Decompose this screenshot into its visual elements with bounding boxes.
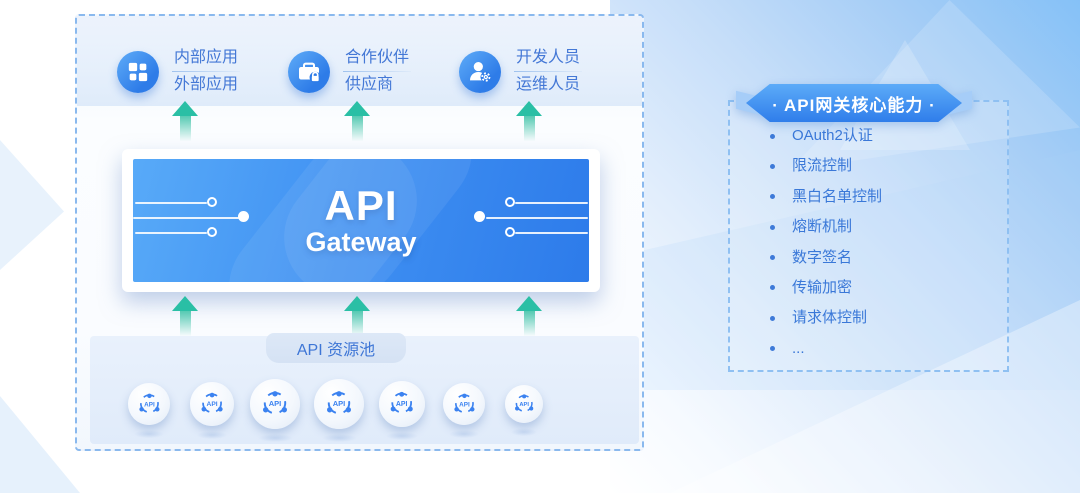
- user-gear-icon: [459, 50, 501, 93]
- capabilities-list: OAuth2认证 限流控制 黑白名单控制 熔断机制 数字签名 传输加密 请求体控…: [770, 128, 882, 371]
- circuit-node-icon: [505, 227, 515, 237]
- capabilities-title: · API网关核心能力 ·: [746, 84, 962, 122]
- api-service-badge: API: [250, 379, 300, 442]
- capability-label: 传输加密: [792, 278, 853, 296]
- resource-pool-label: API 资源池: [266, 333, 406, 363]
- background-triangle-left: [0, 396, 80, 493]
- bullet-icon: [770, 163, 775, 169]
- up-arrow-icon: [172, 296, 198, 336]
- capability-label: OAuth2认证: [792, 127, 873, 144]
- circuit-node-icon: [474, 211, 485, 222]
- api-service-badge: API: [190, 382, 234, 439]
- clients-band: [77, 16, 642, 106]
- bullet-icon: [770, 224, 775, 230]
- label-divider: [172, 71, 241, 72]
- api-service-badge: API: [128, 383, 170, 438]
- gateway-subtitle: Gateway: [305, 226, 417, 257]
- list-item: 熔断机制: [770, 219, 882, 235]
- list-item: OAuth2认证: [770, 128, 882, 144]
- capabilities-ribbon: · API网关核心能力 ·: [736, 84, 972, 122]
- api-badge-label: API: [396, 401, 408, 408]
- background-gradient-right: [610, 0, 1080, 493]
- api-badge-label: API: [269, 399, 282, 408]
- gateway-diagram-panel: 内部应用 外部应用 合作伙伴 供应商: [75, 14, 644, 451]
- client-label-top: 开发人员: [516, 49, 581, 66]
- api-gateway-inner: API Gateway: [133, 159, 589, 282]
- client-label-top: 内部应用: [174, 49, 239, 66]
- api-badge-label: API: [459, 401, 470, 408]
- circuit-node-icon: [238, 211, 249, 222]
- circuit-line: [515, 202, 588, 204]
- client-group-developers: 开发人员 运维人员: [459, 47, 583, 96]
- api-resource-pool-panel: API 资源池 API API API API API API API: [90, 333, 639, 444]
- up-arrow-icon: [516, 101, 542, 141]
- gateway-title: API: [324, 181, 398, 229]
- capability-label: 请求体控制: [792, 309, 868, 327]
- capability-label: 数字签名: [792, 248, 853, 266]
- circuit-node-icon: [505, 197, 515, 207]
- briefcase-lock-icon: [288, 50, 330, 93]
- bullet-icon: [770, 255, 775, 261]
- circuit-node-icon: [207, 227, 217, 237]
- circuit-line: [135, 202, 207, 204]
- list-item: 请求体控制: [770, 310, 882, 326]
- api-badge-label: API: [206, 401, 217, 408]
- api-service-badge: API: [443, 383, 485, 438]
- client-group-internal-apps: 内部应用 外部应用: [117, 47, 241, 96]
- client-group-partners: 合作伙伴 供应商: [288, 47, 412, 96]
- label-divider: [514, 71, 583, 72]
- bullet-icon: [770, 133, 775, 139]
- bullet-icon: [770, 285, 775, 291]
- circuit-node-icon: [207, 197, 217, 207]
- client-labels: 开发人员 运维人员: [514, 47, 583, 96]
- list-item: 传输加密: [770, 278, 882, 296]
- api-service-badge: API: [505, 385, 543, 436]
- api-gateway-box: API Gateway: [122, 149, 600, 292]
- client-label-bottom: 供应商: [345, 76, 394, 93]
- api-service-badge: API: [314, 379, 364, 442]
- client-label-bottom: 外部应用: [174, 76, 239, 93]
- api-badge-label: API: [519, 402, 529, 408]
- client-labels: 内部应用 外部应用: [172, 47, 241, 96]
- bullet-icon: [770, 315, 775, 321]
- label-divider: [343, 71, 412, 72]
- client-label-bottom: 运维人员: [516, 76, 581, 93]
- api-badge-label: API: [144, 401, 155, 408]
- circuit-line: [133, 217, 239, 219]
- capability-label: 限流控制: [792, 157, 853, 175]
- background-triangle-left: [0, 140, 64, 270]
- client-label-top: 合作伙伴: [345, 49, 410, 66]
- apps-grid-icon: [117, 50, 159, 93]
- up-arrow-icon: [172, 101, 198, 141]
- api-badge-label: API: [333, 399, 346, 408]
- up-arrow-icon: [516, 296, 542, 336]
- circuit-line: [515, 232, 588, 234]
- list-item: ...: [770, 339, 882, 357]
- api-service-badge: API: [379, 381, 425, 440]
- bullet-icon: [770, 346, 775, 352]
- capability-label: ...: [792, 339, 805, 357]
- up-arrow-icon: [344, 101, 370, 141]
- capability-label: 黑白名单控制: [792, 187, 883, 205]
- capabilities-panel: OAuth2认证 限流控制 黑白名单控制 熔断机制 数字签名 传输加密 请求体控…: [728, 100, 1009, 372]
- list-item: 黑白名单控制: [770, 187, 883, 205]
- list-item: 限流控制: [770, 158, 882, 174]
- bullet-icon: [770, 194, 775, 200]
- capability-label: 熔断机制: [792, 218, 853, 236]
- list-item: 数字签名: [770, 248, 882, 266]
- circuit-line: [486, 217, 588, 219]
- client-labels: 合作伙伴 供应商: [343, 47, 412, 96]
- up-arrow-icon: [344, 296, 370, 336]
- circuit-line: [135, 232, 207, 234]
